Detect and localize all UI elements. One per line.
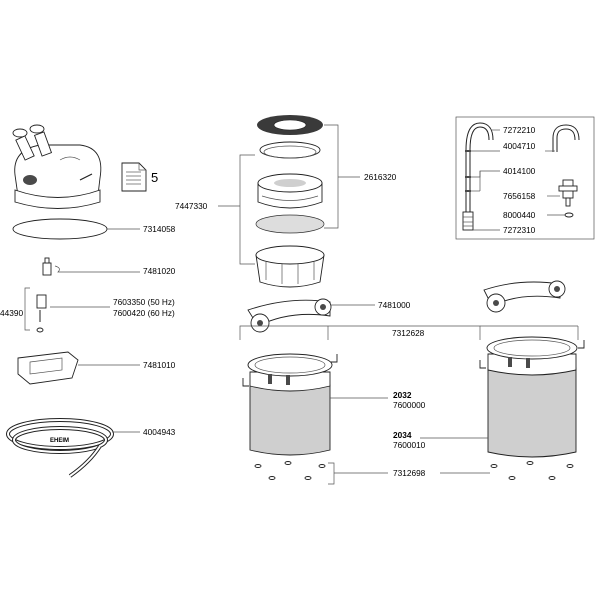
canister-2034-part: [479, 336, 585, 458]
part-number-4014100: 4014100: [503, 166, 536, 176]
part-number-2616320: 2616320: [364, 172, 397, 182]
part-number-7656158: 7656158: [503, 191, 536, 201]
model-2032-label: 2032: [393, 390, 412, 400]
pipe-accessories-box: [455, 116, 595, 240]
part-number-7481010: 7481010: [143, 360, 176, 370]
part-number-7600010: 7600010: [393, 440, 426, 450]
part-number-7312698: 7312698: [393, 468, 426, 478]
part-number-7272310: 7272310: [503, 225, 536, 235]
part-number-7447330: 7447330: [175, 201, 208, 211]
feet-2034-part: [490, 461, 574, 480]
part-number-4004710: 4004710: [503, 141, 536, 151]
canister-2032-part: [242, 353, 338, 456]
part-number-8000440: 8000440: [503, 210, 536, 220]
part-number-7481020: 7481020: [143, 266, 176, 276]
lower-basket-part: [255, 245, 325, 288]
part-number-7272210: 7272210: [503, 125, 536, 135]
feet-2032-part: [254, 461, 326, 480]
holder-bracket-part: [17, 351, 79, 385]
document-icon: [121, 162, 147, 192]
handle-clip-part-center: [247, 298, 332, 333]
part-number-7314058: 7314058: [143, 224, 176, 234]
part-number-44390: 44390: [0, 308, 23, 318]
document-count-label: 5: [151, 170, 158, 185]
basket-lid-part: [259, 141, 321, 159]
sealing-ring-part: [12, 218, 108, 240]
part-number-7600000: 7600000: [393, 400, 426, 410]
fine-filter-pad-part: [255, 214, 325, 234]
model-2034-label: 2034: [393, 430, 412, 440]
handle-clip-part-right: [483, 280, 566, 313]
media-basket-part: [257, 173, 323, 209]
o-ring-part: [564, 212, 574, 218]
hose-print-text: EHEIM: [50, 438, 69, 444]
part-number-7603350: 7603350 (50 Hz): [113, 297, 175, 307]
intake-pipe-part: [462, 122, 494, 231]
part-number-7481000: 7481000: [378, 300, 411, 310]
part-number-7312628: 7312628: [392, 328, 425, 338]
impeller-part: [36, 257, 52, 333]
hose-coil-part: EHEIM: [6, 418, 114, 478]
part-number-7600420: 7600420 (60 Hz): [113, 308, 175, 318]
part-number-4004943: 4004943: [143, 427, 176, 437]
filter-head: [12, 124, 102, 209]
coarse-filter-pad-part: [257, 115, 323, 135]
valve-part: [558, 179, 578, 207]
outlet-pipe-part: [552, 124, 580, 152]
